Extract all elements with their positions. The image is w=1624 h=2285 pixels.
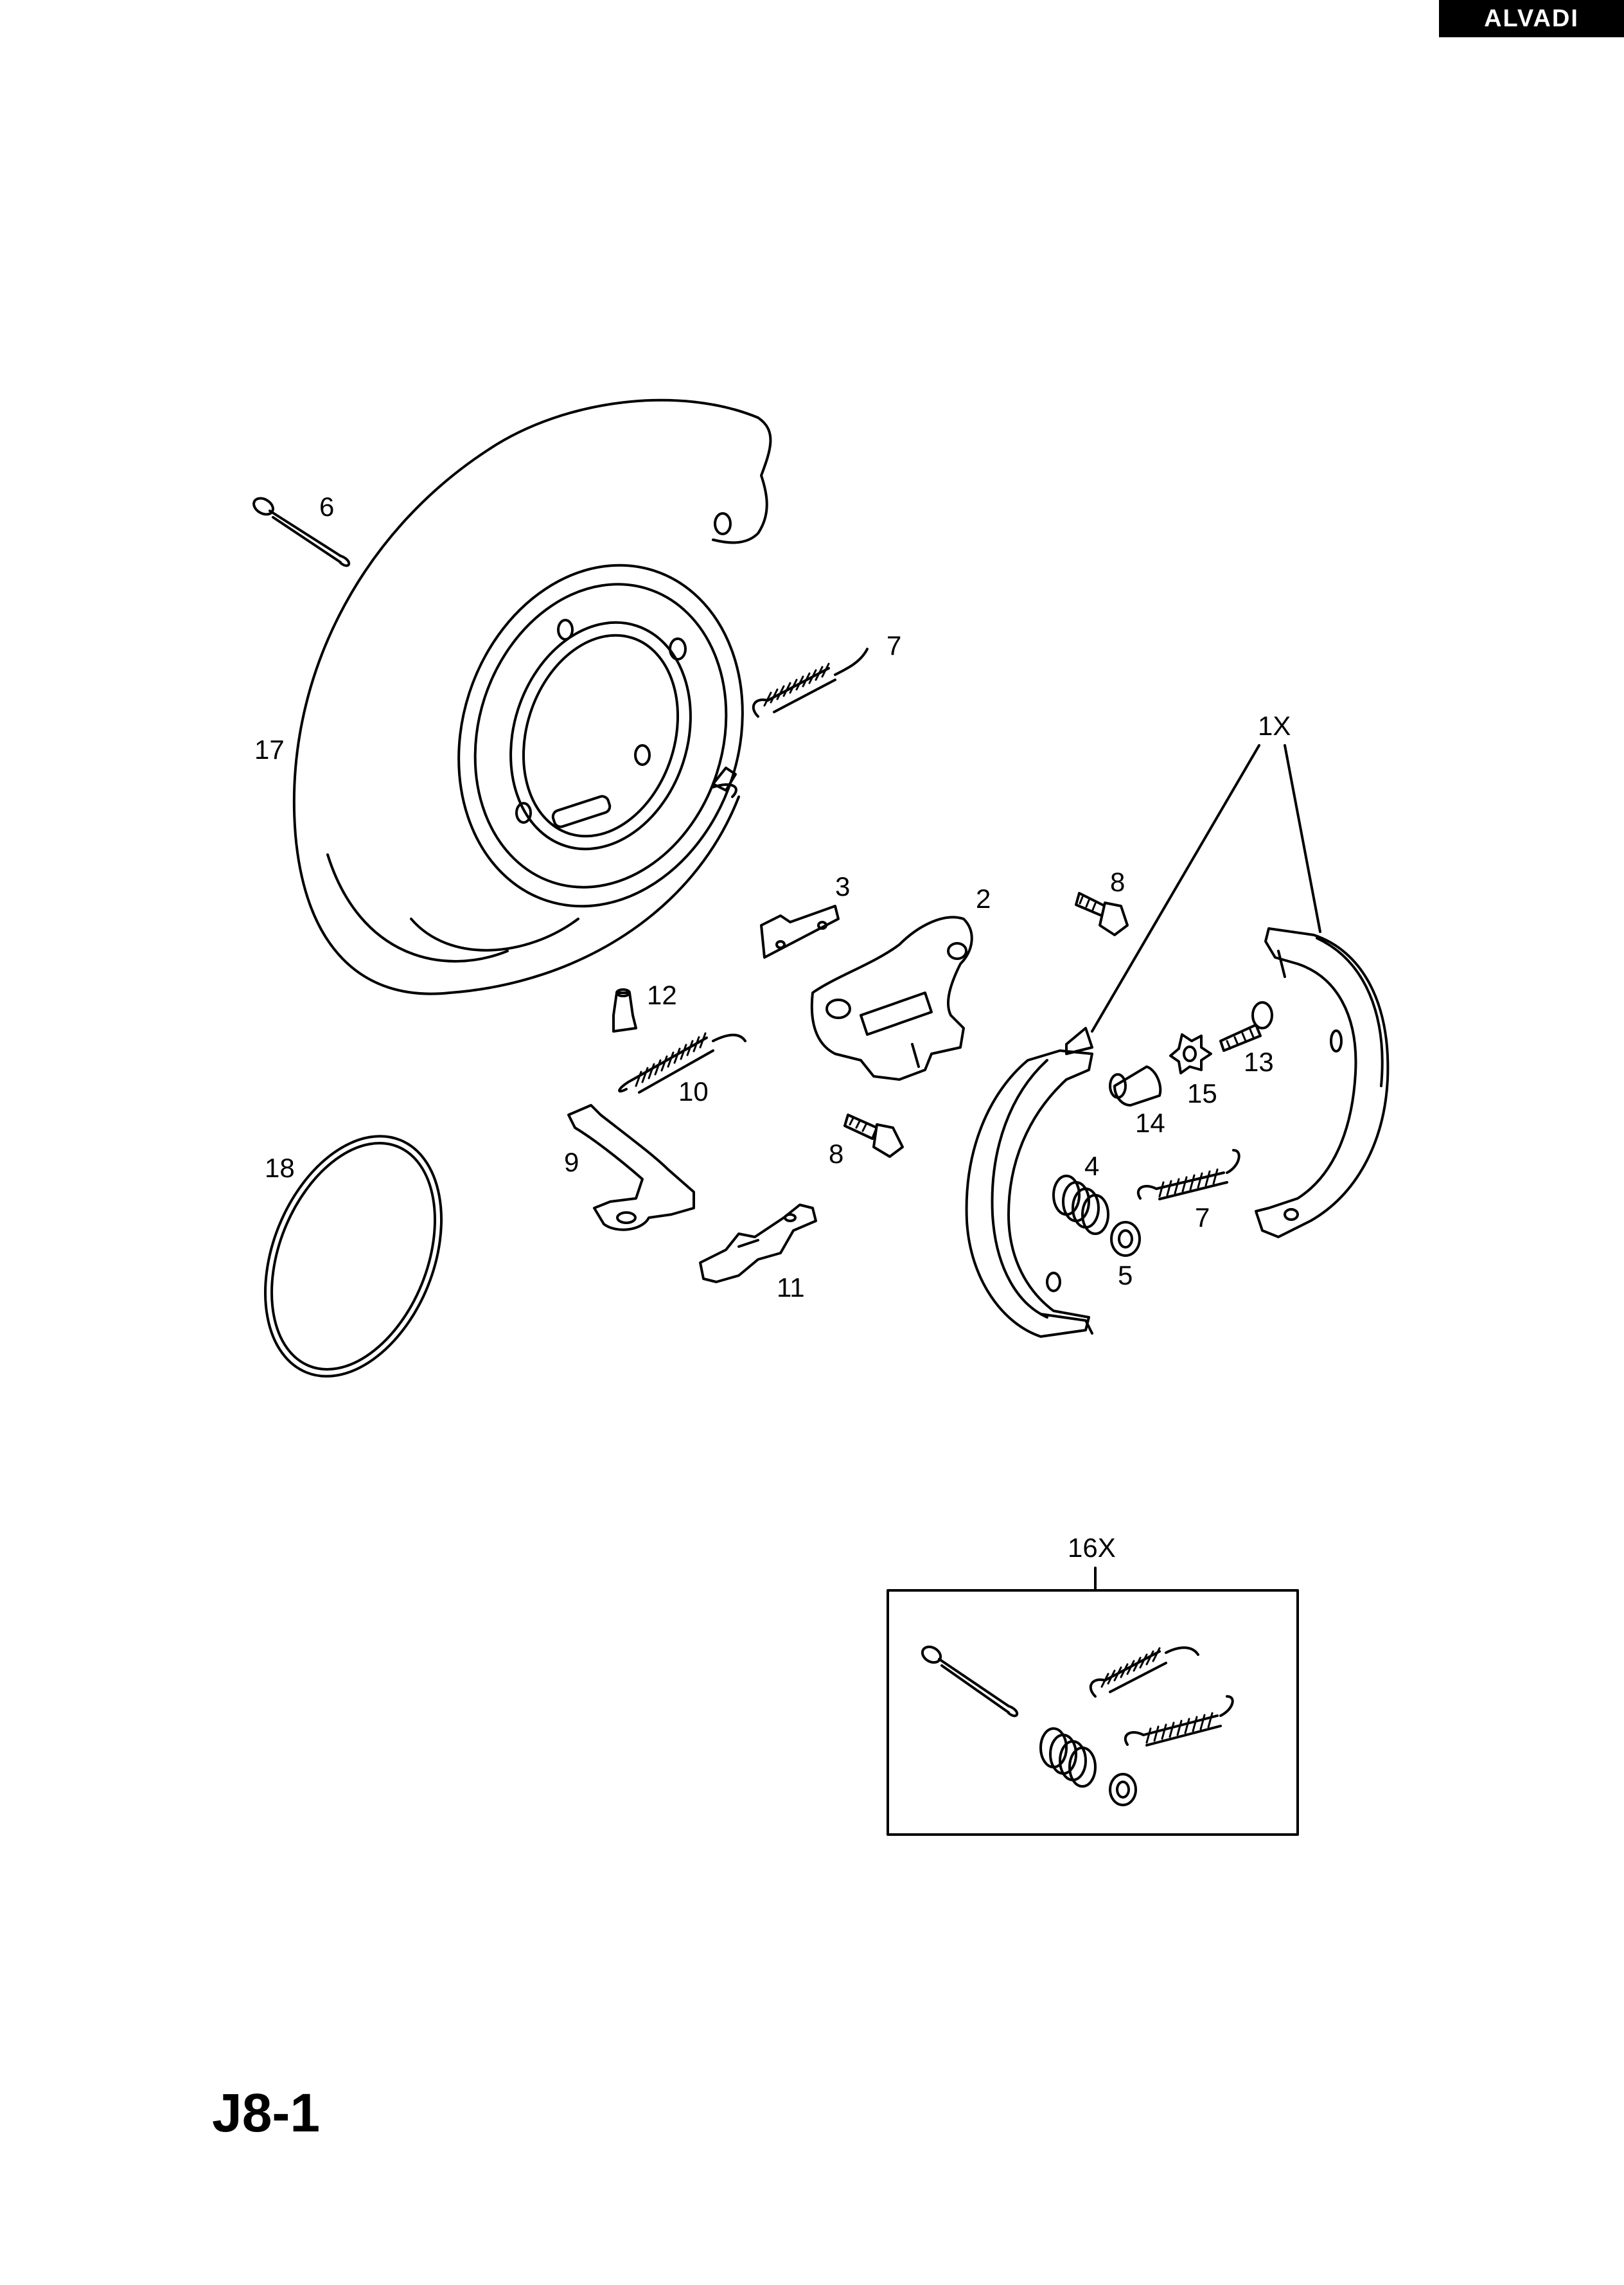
coil-spring-icon — [752, 648, 869, 718]
callout-label: 6 — [319, 492, 334, 522]
coil-spring-icon — [1136, 1149, 1240, 1200]
cotter-pin-icon — [252, 497, 351, 567]
washer-icon — [1110, 1221, 1141, 1257]
callout-label: 7 — [1195, 1202, 1210, 1232]
compression-spring-icon — [1052, 1175, 1109, 1235]
callout-label: 8 — [1110, 867, 1125, 897]
caliper-bracket-icon — [810, 916, 973, 1081]
bolt-icon — [843, 1114, 904, 1158]
callout-label: 14 — [1135, 1108, 1165, 1138]
star-wheel-icon — [1169, 1033, 1212, 1074]
callout-label: 5 — [1118, 1260, 1133, 1290]
brake-shoe-icon — [965, 1027, 1093, 1338]
seal-ring-icon — [264, 1135, 443, 1378]
callout-label: 18 — [265, 1153, 295, 1183]
callout-label: 15 — [1187, 1078, 1217, 1108]
brake-shoe-icon — [1255, 927, 1390, 1238]
callout-label: 8 — [829, 1139, 843, 1169]
strut-plate-icon — [760, 905, 840, 959]
callout-label: 17 — [254, 734, 285, 765]
brand-logo: ALVADI — [1439, 0, 1624, 37]
callout-label: 2 — [976, 884, 991, 914]
bolt-icon — [1075, 892, 1129, 936]
brake-disc-icon — [292, 398, 772, 995]
adjuster-plate-icon — [699, 1204, 817, 1283]
leader-line — [1284, 744, 1321, 933]
callout-label: 16X — [1068, 1533, 1116, 1563]
lever-icon — [567, 1104, 695, 1231]
callout-label: 9 — [564, 1147, 579, 1177]
callout-label: 12 — [647, 980, 677, 1010]
coil-spring-icon — [618, 1032, 746, 1094]
callout-label: 13 — [1244, 1047, 1274, 1077]
callout-label: 11 — [777, 1272, 805, 1303]
screw-icon — [1219, 1001, 1273, 1052]
callout-label: 7 — [887, 630, 901, 661]
adjuster-sleeve-icon — [1109, 1065, 1162, 1107]
callout-label: 4 — [1084, 1151, 1099, 1181]
page-code: J8-1 — [212, 2083, 321, 2143]
callout-label: 10 — [678, 1076, 709, 1107]
callout-label: 1X — [1258, 711, 1291, 741]
callout-label: 3 — [835, 871, 850, 902]
hardware-kit-icon — [887, 1567, 1299, 1836]
leader-line — [1091, 744, 1260, 1033]
bleed-nipple-icon — [612, 988, 637, 1033]
